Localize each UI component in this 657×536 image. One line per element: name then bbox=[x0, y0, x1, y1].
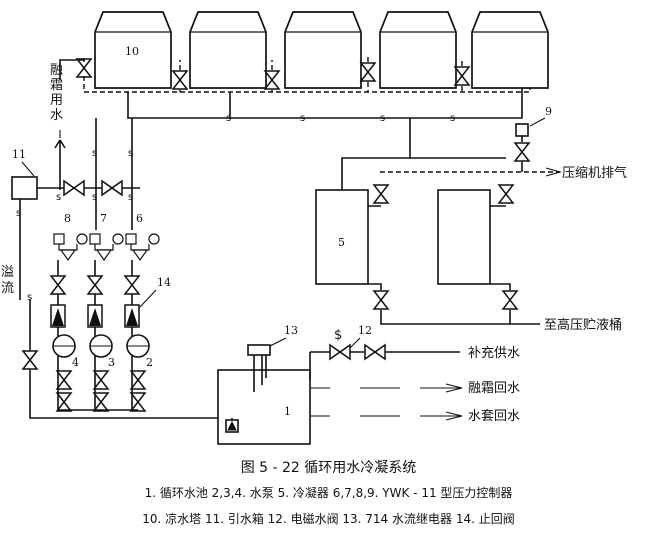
pressure-controller-7 bbox=[89, 233, 124, 261]
pipe-marker: s bbox=[92, 192, 97, 203]
label-12: 12 bbox=[358, 324, 372, 337]
pipe-marker: s bbox=[128, 148, 133, 159]
pressure-controller-6 bbox=[125, 233, 160, 261]
defrost-water-label-1: 融 bbox=[50, 63, 63, 78]
cooling-tower-3 bbox=[284, 11, 362, 89]
solenoid-symbol: $ bbox=[334, 328, 342, 343]
pipe-marker: s bbox=[450, 113, 455, 124]
tower-valve bbox=[454, 66, 470, 86]
pump-branch-2 bbox=[124, 260, 150, 412]
tower-valve bbox=[172, 70, 188, 90]
to-hp-receiver-label: 至高压贮液桶 bbox=[544, 317, 622, 333]
cooling-system-diagram: 10 s s s s 融 霜 用 水 s s s s s 11 s 溢 流 8 … bbox=[1, 11, 627, 445]
overflow-label-1: 溢 bbox=[1, 265, 14, 280]
pipe-marker: s bbox=[16, 208, 21, 219]
makeup-valve bbox=[364, 344, 386, 360]
defrost-water-label-4: 水 bbox=[50, 108, 63, 123]
figure-caption-title: 图 5 - 22 循环用水冷凝系统 bbox=[240, 460, 417, 476]
defrost-water-label-2: 霜 bbox=[50, 78, 63, 93]
makeup-water-label: 补充供水 bbox=[468, 345, 520, 361]
condenser-valve bbox=[498, 184, 514, 204]
controller-valve bbox=[514, 142, 530, 162]
tower-valve bbox=[264, 70, 280, 90]
jacket-return-label: 水套回水 bbox=[468, 408, 520, 424]
label-9: 9 bbox=[545, 105, 552, 118]
label-7: 7 bbox=[100, 212, 107, 225]
compressor-exhaust-label: 压缩机排气 bbox=[562, 165, 627, 181]
label-10: 10 bbox=[125, 45, 139, 58]
label-11: 11 bbox=[12, 148, 26, 161]
pump-branch-4 bbox=[50, 260, 76, 412]
pipe-marker: s bbox=[300, 113, 305, 124]
solenoid-valve-12 bbox=[329, 344, 351, 360]
cooling-tower-5 bbox=[471, 11, 549, 89]
pressure-controller-9 bbox=[515, 123, 529, 137]
overflow-label-2: 流 bbox=[1, 281, 14, 296]
circulating-pool-1 bbox=[217, 369, 311, 445]
pump-branch-3 bbox=[87, 260, 113, 412]
pipe-marker: s bbox=[226, 113, 231, 124]
label-8: 8 bbox=[64, 212, 71, 225]
pipe-marker: s bbox=[92, 148, 97, 159]
pipe-marker: s bbox=[380, 113, 385, 124]
priming-valve bbox=[101, 180, 123, 196]
cooling-tower-4 bbox=[379, 11, 457, 89]
pipe-marker: s bbox=[27, 292, 32, 303]
flow-relay-13 bbox=[247, 344, 271, 356]
condenser-valve bbox=[373, 184, 389, 204]
tower-valve bbox=[360, 62, 376, 82]
condenser-5b bbox=[437, 189, 491, 285]
condenser-valve bbox=[373, 290, 389, 310]
label-1: 1 bbox=[284, 405, 291, 418]
label-3: 3 bbox=[108, 356, 115, 369]
condenser-5a bbox=[315, 189, 369, 285]
priming-valve bbox=[63, 180, 85, 196]
pipe-marker: s bbox=[56, 192, 61, 203]
label-6: 6 bbox=[136, 212, 143, 225]
bypass-valve bbox=[22, 350, 38, 370]
label-14: 14 bbox=[157, 276, 171, 289]
defrost-water-label-3: 用 bbox=[50, 93, 63, 108]
label-4: 4 bbox=[72, 356, 79, 369]
legend-line-1: 1. 循环水池 2,3,4. 水泵 5. 冷凝器 6,7,8,9. YWK - … bbox=[144, 486, 513, 500]
label-2: 2 bbox=[146, 356, 153, 369]
label-5: 5 bbox=[338, 236, 345, 249]
legend-line-2: 10. 凉水塔 11. 引水箱 12. 电磁水阀 13. 714 水流继电器 1… bbox=[142, 512, 515, 526]
label-13: 13 bbox=[284, 324, 298, 337]
defrost-return-label: 融霜回水 bbox=[468, 381, 520, 396]
condenser-valve bbox=[502, 290, 518, 310]
priming-tank-11 bbox=[11, 176, 38, 200]
cooling-tower-2 bbox=[189, 11, 267, 89]
pressure-controller-8 bbox=[53, 233, 88, 261]
pipe-marker: s bbox=[128, 192, 133, 203]
